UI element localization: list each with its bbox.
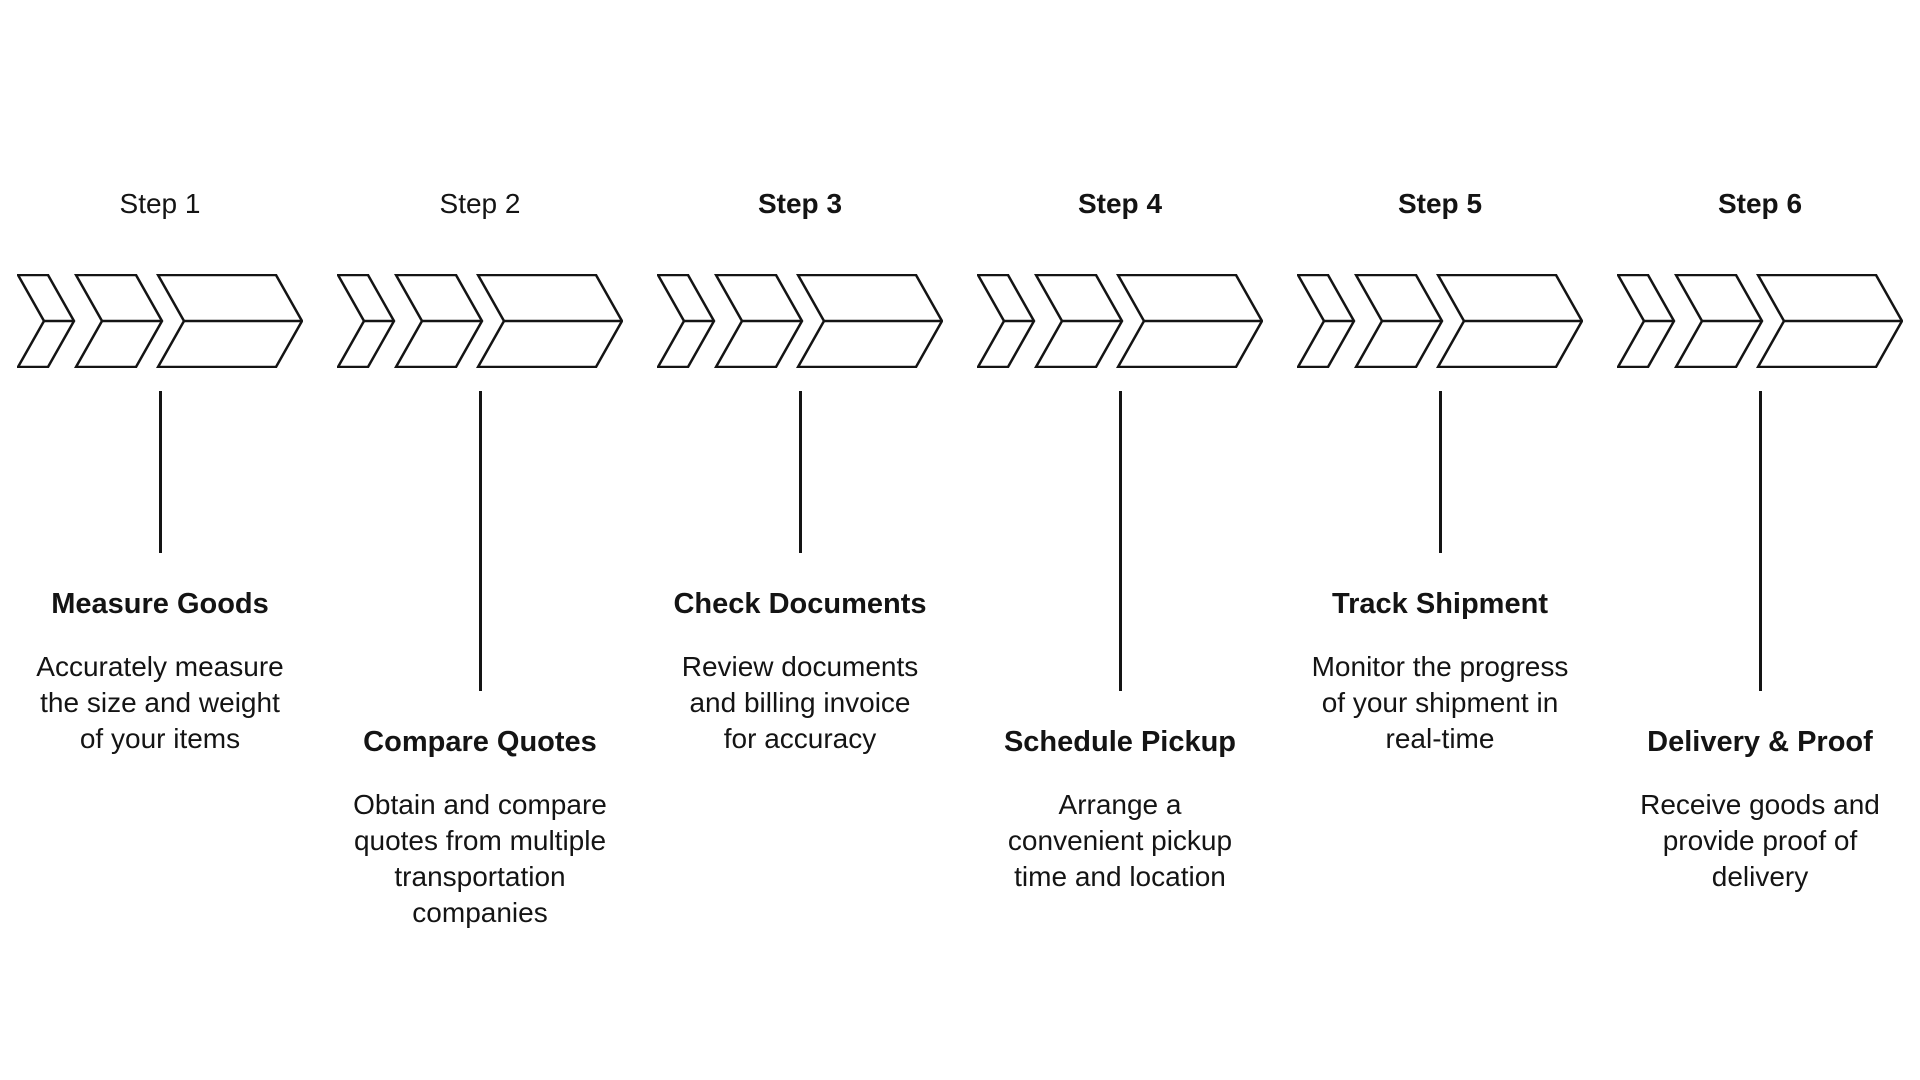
triple-chevron-icon	[1297, 274, 1583, 368]
triple-chevron-icon	[17, 274, 303, 368]
step-label: Step 2	[439, 188, 521, 219]
step-title: Measure Goods	[51, 588, 269, 620]
step-label: Step 3	[757, 188, 843, 219]
step-title: Delivery & Proof	[1647, 726, 1873, 758]
step-column-3: Step 3 Check Documents Review documents …	[640, 0, 960, 931]
step-title: Track Shipment	[1332, 588, 1548, 620]
step-label: Step 5	[1397, 188, 1483, 219]
step-column-5: Step 5 Track Shipment Monitor the progre…	[1280, 0, 1600, 931]
triple-chevron-icon	[1617, 274, 1903, 368]
connector-line	[798, 391, 802, 553]
step-title: Check Documents	[673, 588, 927, 620]
triple-chevron-icon	[657, 274, 943, 368]
step-label: Step 4	[1077, 188, 1163, 219]
connector-line	[1758, 391, 1762, 691]
step-description: Obtain and compare quotes from multiple …	[353, 789, 607, 928]
step-description: Accurately measure the size and weight o…	[36, 651, 284, 754]
connector-line	[478, 391, 482, 691]
steps-row: Step 1 Measure Goods Accurately measure …	[0, 0, 1920, 931]
connector-line	[1438, 391, 1442, 553]
step-label: Step 6	[1717, 188, 1803, 219]
step-title: Compare Quotes	[363, 726, 597, 758]
triple-chevron-icon	[977, 274, 1263, 368]
step-label: Step 1	[119, 188, 201, 219]
step-column-2: Step 2 Compare Quotes Obtain and compare…	[320, 0, 640, 931]
step-description: Arrange a convenient pickup time and loc…	[1007, 789, 1233, 892]
step-title: Schedule Pickup	[1003, 726, 1237, 758]
connector-line	[1118, 391, 1122, 691]
step-description: Monitor the progress of your shipment in…	[1311, 651, 1569, 754]
connector-line	[158, 391, 162, 553]
step-column-6: Step 6 Delivery & Proof Receive goods an…	[1600, 0, 1920, 931]
step-description: Receive goods and provide proof of deliv…	[1640, 789, 1880, 892]
step-column-1: Step 1 Measure Goods Accurately measure …	[0, 0, 320, 931]
step-description: Review documents and billing invoice for…	[681, 651, 919, 754]
step-column-4: Step 4 Schedule Pickup Arrange a conveni…	[960, 0, 1280, 931]
triple-chevron-icon	[337, 274, 623, 368]
